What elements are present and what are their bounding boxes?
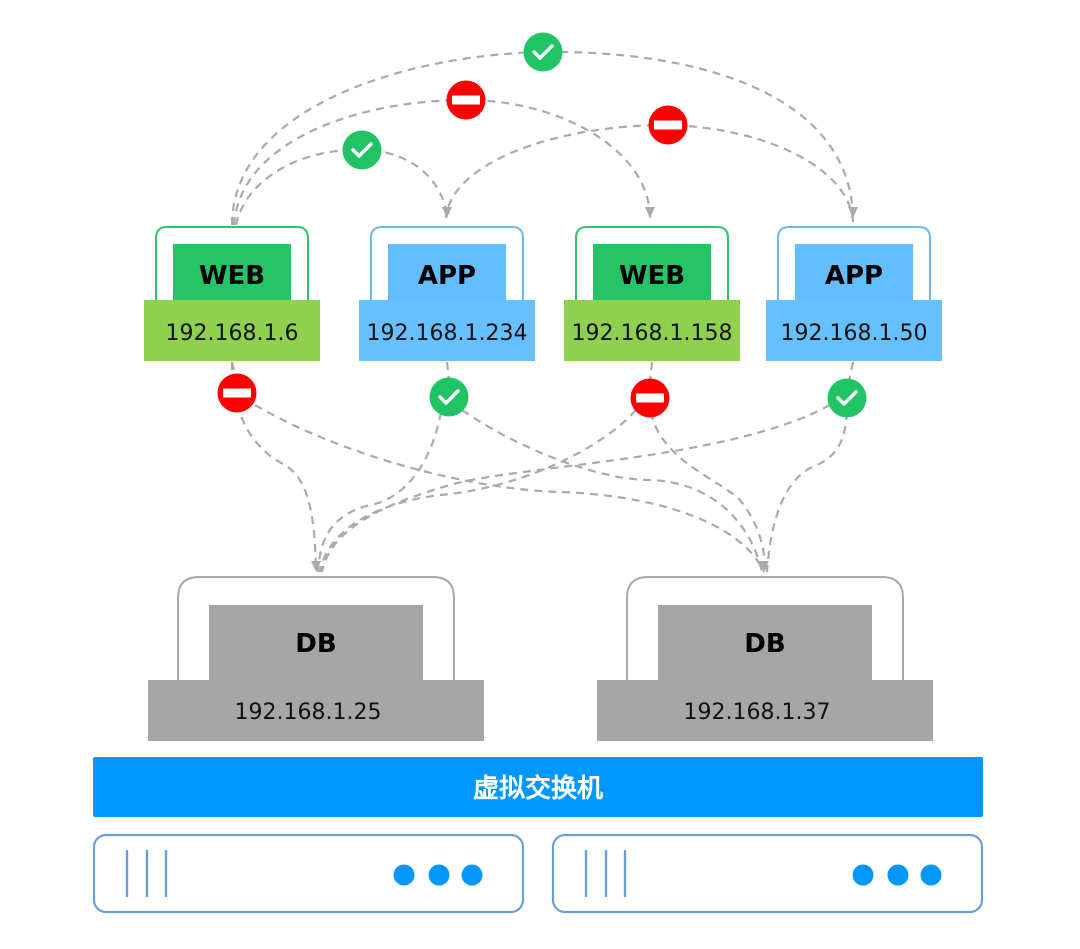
node-base bbox=[359, 300, 535, 361]
node-ip: 192.168.1.50 bbox=[781, 321, 928, 346]
edge-web1-app1 bbox=[234, 148, 452, 226]
edge-stub-app2 bbox=[847, 361, 855, 382]
server-led bbox=[920, 864, 942, 886]
server-led bbox=[393, 864, 415, 886]
db-node[interactable]: DB 192.168.1.37 bbox=[597, 576, 933, 741]
node-header bbox=[173, 244, 291, 304]
node-header bbox=[593, 244, 711, 304]
deny-status bbox=[217, 373, 257, 413]
node-outline bbox=[155, 226, 309, 300]
physical-server bbox=[551, 833, 984, 914]
node-outline bbox=[575, 226, 729, 300]
status-icon-layer bbox=[217, 32, 867, 418]
edge-app2-app1 bbox=[444, 123, 855, 223]
edge-app2-db1 bbox=[320, 404, 831, 573]
allow-status bbox=[827, 378, 867, 418]
node-outline bbox=[370, 226, 524, 300]
node-base bbox=[564, 300, 740, 361]
allow-status bbox=[429, 377, 469, 417]
edge-web1-app2 bbox=[230, 50, 858, 226]
virtual-switch-bar bbox=[93, 757, 983, 817]
node-type: WEB bbox=[619, 261, 685, 291]
db-node-outline bbox=[177, 576, 455, 680]
db-node-type: DB bbox=[744, 629, 785, 659]
db-node-ip: 192.168.1.37 bbox=[684, 700, 831, 725]
physical-server bbox=[92, 833, 525, 914]
web-node[interactable]: WEB 192.168.1.158 bbox=[564, 226, 740, 361]
top-node-layer: WEB 192.168.1.6 APP 192.168.1.234 WEB 192.168… bbox=[144, 226, 942, 361]
minus-glyph bbox=[654, 120, 682, 130]
server-led bbox=[887, 864, 909, 886]
allow-status bbox=[342, 130, 382, 170]
db-node-header bbox=[209, 605, 423, 685]
node-header bbox=[388, 244, 506, 304]
virtual-switch-label: 虚拟交换机 bbox=[473, 773, 603, 804]
deny-status bbox=[446, 80, 486, 120]
edge-stub-web1 bbox=[230, 361, 238, 379]
checkmark-glyph bbox=[351, 142, 373, 158]
node-ip: 192.168.1.234 bbox=[367, 321, 528, 346]
checkmark-glyph bbox=[836, 390, 858, 406]
checkmark-glyph bbox=[438, 389, 460, 405]
db-node-ip: 192.168.1.25 bbox=[235, 700, 382, 725]
server-layer bbox=[92, 833, 984, 914]
db-node[interactable]: DB 192.168.1.25 bbox=[148, 576, 484, 741]
minus-glyph bbox=[223, 388, 251, 398]
app-node[interactable]: APP 192.168.1.50 bbox=[766, 226, 942, 361]
edge-app1-db2 bbox=[461, 409, 764, 573]
node-base bbox=[144, 300, 320, 361]
server-led bbox=[461, 864, 483, 886]
db-node-base bbox=[597, 680, 933, 741]
node-ip: 192.168.1.158 bbox=[572, 321, 733, 346]
server-led bbox=[428, 864, 450, 886]
check-icon bbox=[827, 378, 867, 418]
node-ip: 192.168.1.6 bbox=[166, 321, 299, 346]
edge-app1-db1 bbox=[316, 411, 443, 573]
check-icon bbox=[342, 130, 382, 170]
server-icon bbox=[551, 833, 984, 914]
node-outline bbox=[777, 226, 931, 300]
db-node-header bbox=[658, 605, 872, 685]
deny-status bbox=[630, 378, 670, 418]
db-node-type: DB bbox=[295, 629, 336, 659]
allow-status bbox=[523, 32, 563, 72]
db-node-base bbox=[148, 680, 484, 741]
node-type: APP bbox=[418, 261, 476, 291]
deny-status bbox=[648, 105, 688, 145]
server-led bbox=[852, 864, 874, 886]
connection-layer bbox=[230, 50, 858, 573]
virtual-switch: 虚拟交换机 bbox=[93, 757, 983, 817]
edge-app2-db2 bbox=[765, 411, 849, 573]
check-icon bbox=[523, 32, 563, 72]
app-node[interactable]: APP 192.168.1.234 bbox=[359, 226, 535, 361]
minus-glyph bbox=[452, 95, 480, 105]
edge-web1-db2 bbox=[254, 404, 769, 573]
web-node[interactable]: WEB 192.168.1.6 bbox=[144, 226, 320, 361]
node-header bbox=[795, 244, 913, 304]
edge-stub-web2 bbox=[648, 361, 654, 382]
checkmark-glyph bbox=[532, 44, 554, 60]
minus-glyph bbox=[636, 393, 664, 403]
node-type: APP bbox=[825, 261, 883, 291]
db-node-layer: DB 192.168.1.25 DB 192.168.1.37 bbox=[148, 576, 933, 741]
server-icon bbox=[92, 833, 525, 914]
node-base bbox=[766, 300, 942, 361]
edge-web2-db1 bbox=[318, 409, 637, 573]
check-icon bbox=[429, 377, 469, 417]
db-node-outline bbox=[626, 576, 904, 680]
node-type: WEB bbox=[199, 261, 265, 291]
